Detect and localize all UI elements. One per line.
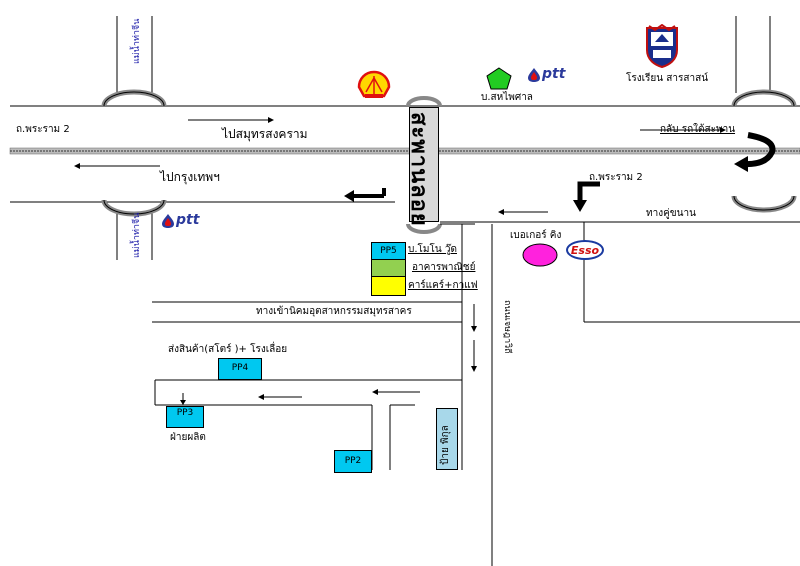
ptt-text-top: ptt [542,66,566,82]
label-yard-sign: ป้าย พิกุล [440,425,451,465]
label-tha-chin-top: แม่น้ำท่าจีน [132,18,142,64]
label-tha-chin-bottom: แม่น้ำท่าจีน [132,212,142,258]
arrow-down-soi [471,304,477,332]
ptt-text-left: ptt [176,212,200,228]
label-frontage-road: ทางคู่ขนาน [646,208,696,219]
pp2-label: PP2 [344,456,362,466]
label-rama2-east: ถ.พระราม 2 [589,172,643,183]
building-yellow [371,276,406,296]
label-shipping-store: ส่งสินค้า(สโตร์ )+ โรงเลื่อย [168,344,288,355]
label-carcare-cafe: คาร์แคร์+กาแฟ [408,280,478,291]
building-pp4: PP4 [218,358,262,380]
arrow-u-turn-right [640,127,726,133]
u-turn-thick-arrow [743,132,776,168]
u-turn-arc-right-top [731,89,797,107]
label-u-turn-under-bridge: กลับ รถใต้สะพาน [660,124,736,135]
label-production-dept: ฝ่ายผลิต [170,432,206,443]
arrow-to-samut-songkhram [188,117,274,123]
pp4-label: PP4 [231,363,249,373]
label-soi-road: ถนนเจษฎาวิถี [502,300,512,354]
arrow-frontage [498,209,548,215]
label-commercial-building: อาคารพาณิชย์ [412,262,476,273]
ptt-drop-icon [528,68,540,82]
school-crest-icon [646,24,678,68]
building-pp5: PP5 [371,242,406,261]
label-company-mimono: บ.โมโน วู๊ด [408,244,457,255]
label-rama2-west: ถ.พระราม 2 [16,124,70,135]
label-village-sahaiphaisan: บ.สหไพศาล [481,92,533,103]
label-industrial-estate-road: ทางเข้านิคมอุตสาหกรรมสมุทรสาคร [256,306,412,317]
esso-text: Esso [570,244,600,257]
ptt-logo-top: ptt [527,66,577,84]
shell-logo [357,70,391,98]
ptt-drop-icon [162,214,174,228]
arrow-left-loop-1 [372,389,420,395]
bridge-label: สะพานลอย [406,112,431,227]
arrow-down-soi-2 [471,340,477,372]
pp3-label: PP3 [176,408,194,418]
building-pp3: PP3 [166,406,204,428]
label-burger-king: เบอเกอร์ คิง [510,230,562,241]
label-to-bangkok: ไปกรุงเทพฯ [160,170,220,184]
pp5-label: PP5 [380,246,397,256]
esso-logo: Esso [566,240,604,260]
arrow-to-bangkok [74,163,160,169]
ptt-logo-left: ptt [161,212,211,230]
label-school: โรงเรียน สารสาสน์ [626,73,709,84]
u-turn-arc-right-bottom [731,195,797,213]
burger-king-marker [522,243,558,267]
turn-thick-arrow-rama2 [577,181,600,202]
u-turn-arc-left-top [101,89,167,107]
arrow-down-pp3 [180,393,186,405]
building-pp2: PP2 [334,450,372,473]
label-to-samut-songkhram: ไปสมุทรสงคราม [222,127,308,141]
pentagon-marker [486,67,512,90]
overpass-bridge: สะพานลอย [406,107,439,227]
yard-sign-box: ป้าย พิกุล [436,408,458,470]
arrow-left-loop-2 [258,394,302,400]
